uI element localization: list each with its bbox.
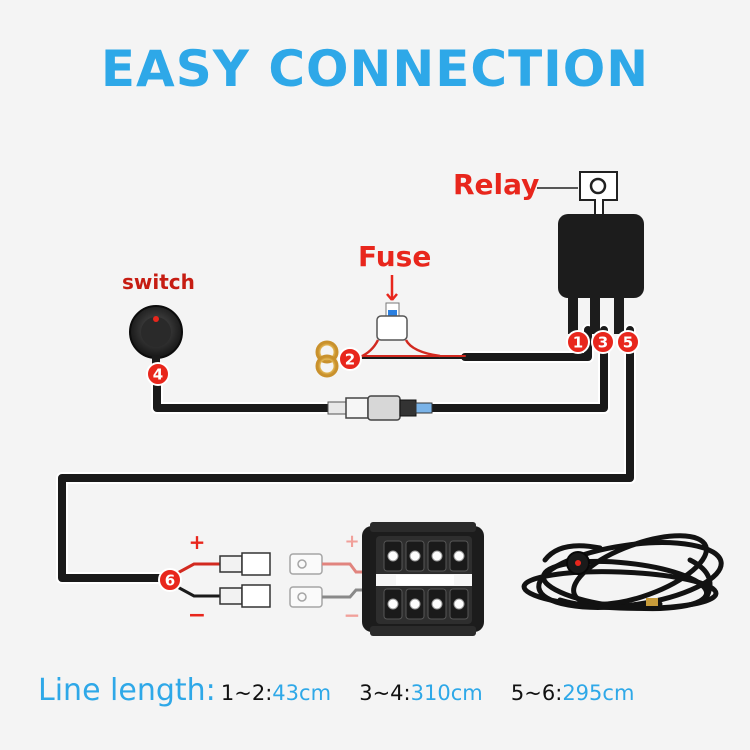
plus-mark-light: + bbox=[344, 531, 359, 552]
pin-badge-5: 5 bbox=[616, 330, 640, 354]
pin-label-6: 6 bbox=[165, 572, 175, 590]
switch-button bbox=[129, 305, 183, 370]
wire-connector-3 bbox=[428, 326, 608, 412]
page-title: EASY CONNECTION bbox=[100, 40, 650, 98]
minus-mark-plug: − bbox=[188, 603, 206, 628]
led-lens bbox=[431, 598, 443, 610]
pin-badge-4: 4 bbox=[146, 362, 170, 386]
relay-label: Relay bbox=[453, 168, 540, 201]
led-light-bar bbox=[362, 522, 484, 636]
pin-badge-3: 3 bbox=[591, 330, 615, 354]
line-length-footer: Line length: 1~2:43cm 3~4:310cm 5~6:295c… bbox=[38, 673, 634, 708]
pin-label-4: 4 bbox=[153, 366, 163, 384]
pin-label-1: 1 bbox=[573, 334, 583, 352]
plus-mark-plug: + bbox=[189, 530, 206, 554]
segment-length-1: 43cm bbox=[272, 681, 332, 705]
segment-range-3: 5~6: bbox=[510, 681, 563, 705]
segment-range-2: 3~4: bbox=[359, 681, 411, 705]
led-lens bbox=[453, 550, 465, 562]
line-length-lead: Line length: bbox=[38, 673, 216, 708]
plug-leads bbox=[170, 552, 271, 608]
led-lens bbox=[409, 550, 421, 562]
pin-label-3: 3 bbox=[598, 334, 608, 352]
switch-label: switch bbox=[122, 270, 195, 294]
led-lens bbox=[387, 598, 399, 610]
relay bbox=[537, 171, 644, 334]
pin-badges: 1 3 5 2 4 6 bbox=[146, 330, 640, 592]
pin-label-2: 2 bbox=[345, 351, 355, 369]
led-lens bbox=[387, 550, 399, 562]
polarity-marks: + − + − bbox=[188, 530, 361, 628]
segment-range-1: 1~2: bbox=[220, 681, 273, 705]
minus-mark-light: − bbox=[344, 603, 361, 627]
led-lens bbox=[409, 598, 421, 610]
fuse-label: Fuse bbox=[358, 240, 432, 273]
led-lens bbox=[453, 598, 465, 610]
pin-badge-2: 2 bbox=[338, 347, 362, 371]
led-lens bbox=[431, 550, 443, 562]
wire-4-connector bbox=[153, 378, 336, 412]
harness-coil-photo bbox=[521, 533, 724, 611]
inline-connector bbox=[327, 395, 433, 421]
wire-harness bbox=[56, 324, 636, 584]
segment-length-2: 310cm bbox=[410, 681, 483, 705]
wire-5-6 bbox=[58, 326, 634, 582]
pin-badge-6: 6 bbox=[158, 568, 182, 592]
fuse bbox=[359, 275, 441, 359]
segment-length-3: 295cm bbox=[562, 681, 635, 705]
pin-badge-1: 1 bbox=[566, 330, 590, 354]
pin-label-5: 5 bbox=[623, 334, 633, 352]
ring-terminals bbox=[315, 340, 339, 378]
